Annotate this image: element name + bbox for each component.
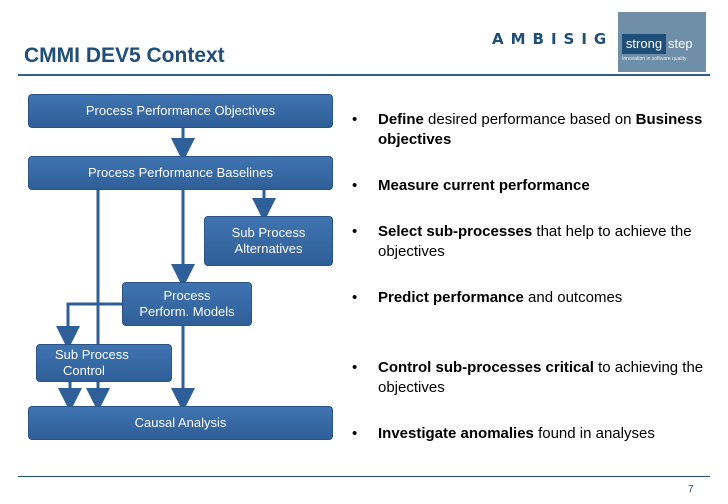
title-divider: [18, 74, 710, 76]
strongstep-logo-tagline: Innovation in software quality: [622, 56, 687, 62]
process-performance-objectives-box: Process Performance Objectives: [28, 94, 333, 128]
bullet-dot: •: [352, 177, 358, 194]
bullet-dot: •: [352, 223, 358, 240]
bullet-text: desired performance based on: [423, 111, 636, 128]
footer-divider: [18, 476, 710, 477]
process-performance-baselines-box: Process Performance Baselines: [28, 156, 333, 190]
sub-process-control-box: Sub Process Control: [36, 344, 172, 382]
bullet-bold: Control sub-processes critical: [378, 359, 594, 376]
process-perform-models-line2: Perform. Models: [139, 304, 235, 319]
sub-process-alternatives-line1: Sub Process: [231, 225, 306, 240]
process-perform-models-line1: Process: [163, 288, 211, 303]
bullet-bold-2: Business objectives: [378, 111, 703, 148]
sub-process-control-line2: Control: [63, 363, 105, 378]
arrow-ppm-to-spc: [56, 302, 122, 350]
sub-process-control-line1: Sub Process: [55, 347, 129, 362]
sub-process-alternatives-line2: Alternatives: [234, 241, 303, 256]
bullet-dot: •: [352, 425, 358, 442]
bullet-dot: •: [352, 359, 358, 376]
bullet-bold: Define: [378, 111, 424, 128]
bullet-bold: Predict performance: [378, 289, 524, 306]
causal-analysis-box: Causal Analysis: [28, 406, 333, 440]
strongstep-logo-strong: strong: [622, 34, 666, 54]
process-perform-models-box: Process Perform. Models: [122, 282, 252, 326]
bullet-text: and outcomes: [523, 289, 623, 306]
strongstep-logo-step: step: [668, 36, 693, 51]
bullet-bold: Select sub-processes: [378, 223, 533, 240]
sub-process-alternatives-box: Sub Process Alternatives: [204, 216, 333, 266]
bullet-text: to achieving the objectives: [378, 359, 704, 396]
bullet-text: that help to achieve the objectives: [378, 223, 692, 260]
bullet-dot: •: [352, 289, 358, 306]
ambisig-logo: AMBISIG: [492, 30, 614, 48]
page-number: 7: [688, 484, 694, 495]
bullet-bold: Measure current performance: [378, 177, 590, 194]
slide-title: CMMI DEV5 Context: [24, 44, 225, 67]
bullet-text: found in analyses: [533, 425, 655, 442]
bullet-dot: •: [352, 111, 358, 128]
bullet-bold: Investigate anomalies: [378, 425, 534, 442]
